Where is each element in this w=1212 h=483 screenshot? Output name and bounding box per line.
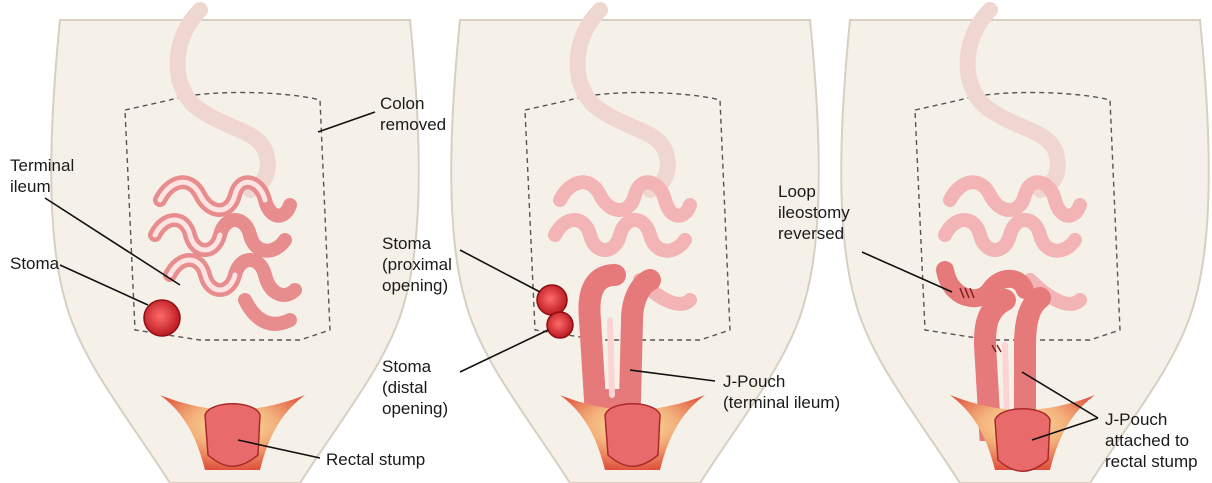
panel-3-loop-reversed-label: Loop ileostomy reversed [778,181,850,244]
panel-2-stoma-proximal-label: Stoma (proximal opening) [382,233,452,296]
panel-1-stoma-label: Stoma [10,253,59,274]
panel-2-jpouch-highlight [610,320,612,395]
panel-1-stoma [144,300,180,336]
panel-2-stoma-distal-label: Stoma (distal opening) [382,356,448,419]
panel-1-terminal-ileum-label: Terminal ileum [10,155,74,197]
panel-3-jpouch-attached-label: J-Pouch attached to rectal stump [1105,409,1198,472]
panel-1-rectal-stump-label: Rectal stump [326,449,425,470]
panel-1-colon-removed-label: Colon removed [380,93,446,135]
panel-2-stoma-distal [547,312,573,338]
panel-2-jpouch-label: J-Pouch (terminal ileum) [723,371,840,413]
panel-2-stoma-proximal [537,285,567,315]
panel-3-jpouch-highlight [1005,345,1007,420]
panel-1-ileostomy [45,10,419,483]
